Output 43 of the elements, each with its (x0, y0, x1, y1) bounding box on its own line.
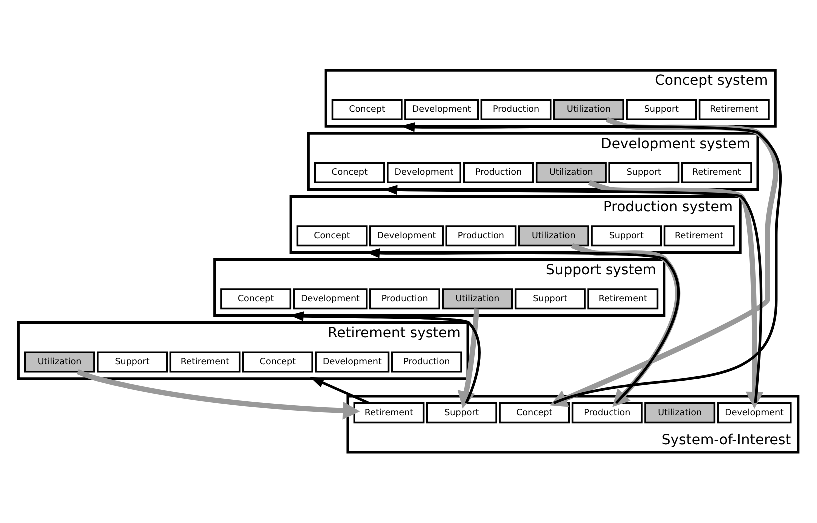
arrow (588, 180, 764, 410)
node-box: Development (404, 99, 480, 120)
node-box: Concept (499, 402, 570, 424)
node-box: Development (717, 402, 792, 424)
node-box: Concept (296, 226, 368, 247)
node-box: Production (480, 99, 552, 120)
node-box: Support (97, 352, 168, 373)
arrow (550, 117, 779, 408)
node-box: Utilization (536, 162, 607, 184)
arrow (310, 377, 370, 405)
node-box: Production (572, 402, 643, 424)
node-box: Retirement (170, 352, 241, 373)
node-box: Retirement (588, 288, 659, 310)
node-box: Utilization (442, 288, 514, 310)
node-box: Development (293, 288, 368, 310)
node-box: Utilization (554, 99, 624, 120)
node-box: Support (426, 402, 498, 424)
node-box: Development (315, 352, 390, 373)
node-box: Retirement (664, 226, 735, 247)
node-box: Utilization (644, 402, 716, 424)
node-box: Concept (242, 352, 314, 373)
node-box: Utilization (518, 226, 590, 247)
node-box: Concept (220, 288, 292, 310)
node-box: Production (463, 162, 534, 184)
arrow (401, 122, 782, 405)
node-box: Production (391, 352, 462, 373)
node-box: Concept (332, 99, 403, 120)
node-box: Retirement (354, 402, 425, 424)
node-box: Retirement (698, 99, 770, 120)
arrow (458, 308, 480, 409)
node-box: Support (591, 226, 662, 247)
node-box: Utilization (24, 352, 96, 373)
node-box: Retirement (681, 162, 752, 184)
node-box: Production (370, 288, 440, 310)
node-box: Support (608, 162, 680, 184)
arrow (571, 243, 681, 408)
node-box: Support (626, 99, 698, 120)
node-box: Support (514, 288, 586, 310)
node-box: Concept (314, 162, 386, 184)
node-box: Development (370, 226, 444, 247)
arrow (76, 369, 360, 420)
node-box: Development (387, 162, 462, 184)
node-box: Production (446, 226, 517, 247)
